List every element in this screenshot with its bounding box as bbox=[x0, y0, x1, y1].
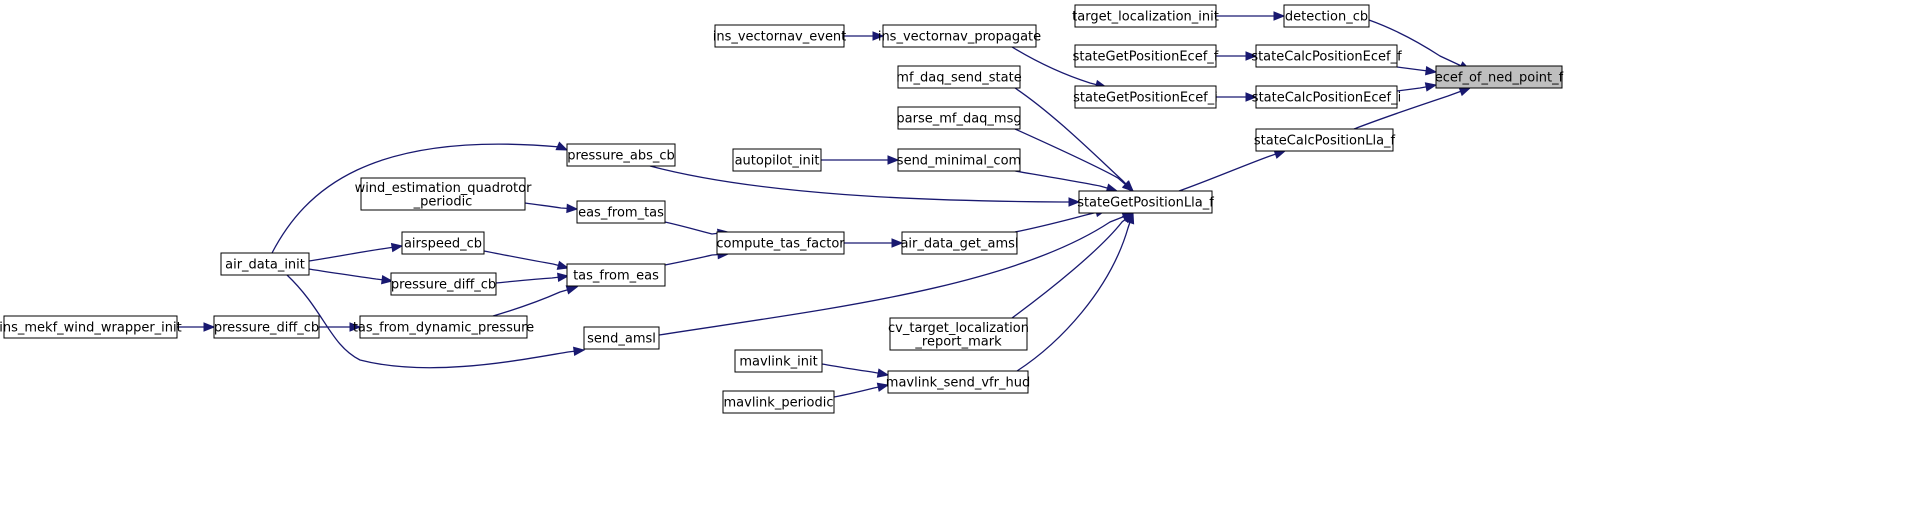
node-weqp[interactable]: wind_estimation_quadrotor_periodic bbox=[355, 177, 533, 211]
edge-sgpei-to-scpei bbox=[1216, 92, 1258, 102]
edge-ive-to-ivp bbox=[844, 31, 885, 41]
node-ctf[interactable]: compute_tas_factor bbox=[716, 231, 845, 255]
edge-weqp-to-eft bbox=[524, 202, 579, 214]
node-detection[interactable]: detection_cb bbox=[1283, 4, 1370, 28]
node-label: stateGetPositionLla_f bbox=[1077, 196, 1214, 211]
node-mli[interactable]: mavlink_init bbox=[734, 349, 823, 373]
edge-ctf-to-adga bbox=[844, 238, 904, 248]
node-pdc2[interactable]: pressure_diff_cb bbox=[213, 315, 320, 339]
node-label: eas_from_tas bbox=[578, 206, 664, 221]
edge-tli-to-detection bbox=[1216, 11, 1286, 21]
node-smc[interactable]: send_minimal_com bbox=[897, 148, 1021, 172]
node-label: pressure_diff_cb bbox=[214, 321, 319, 336]
node-label: air_data_init bbox=[225, 258, 305, 273]
node-pdc1[interactable]: pressure_diff_cb bbox=[390, 272, 497, 296]
node-mlp[interactable]: mavlink_periodic bbox=[722, 390, 835, 414]
edge-imwwi-to-pdc2 bbox=[177, 322, 216, 332]
node-label: pressure_diff_cb bbox=[391, 278, 496, 293]
node-label: pressure_abs_cb bbox=[567, 149, 675, 164]
node-tfdp[interactable]: tas_from_dynamic_pressure bbox=[353, 315, 534, 339]
node-pmfdm[interactable]: parse_mf_daq_msg bbox=[896, 106, 1022, 130]
node-ctlrm[interactable]: cv_target_localization_report_mark bbox=[888, 317, 1029, 351]
edge-adi-to-sgplla bbox=[271, 141, 569, 254]
node-label: target_localization_init bbox=[1072, 10, 1219, 25]
node-label: stateCalcPositionEcef_f bbox=[1251, 50, 1402, 65]
node-label: tas_from_dynamic_pressure bbox=[353, 321, 534, 336]
node-label: _periodic bbox=[413, 194, 473, 209]
node-label: ins_mekf_wind_wrapper_init bbox=[0, 321, 182, 336]
edge-mli-to-msvh bbox=[821, 363, 890, 378]
edge-pac-to-sgplla bbox=[649, 165, 1081, 207]
node-tli[interactable]: target_localization_init bbox=[1072, 4, 1219, 28]
edge-adi-to-pdc1 bbox=[308, 268, 394, 285]
node-adi[interactable]: air_data_init bbox=[220, 252, 310, 276]
edge-msvh-to-sgplla bbox=[1016, 211, 1135, 372]
node-label: air_data_get_amsl bbox=[900, 237, 1018, 252]
node-label: ecef_of_ned_point_f bbox=[1435, 71, 1564, 86]
node-label: autopilot_init bbox=[735, 154, 820, 169]
edge-tfdp-to-tfe bbox=[492, 285, 579, 317]
node-label: detection_cb bbox=[1285, 10, 1368, 25]
node-sgpei[interactable]: stateGetPositionEcef_i bbox=[1073, 85, 1218, 109]
edge-smc-to-sgplla bbox=[1014, 170, 1119, 193]
edge-samsl-to-sgplla bbox=[658, 212, 1135, 336]
node-label: ins_vectornav_propagate bbox=[878, 30, 1041, 45]
node-label: send_amsl bbox=[587, 332, 656, 347]
node-asc[interactable]: airspeed_cb bbox=[401, 231, 485, 255]
node-eft[interactable]: eas_from_tas bbox=[576, 200, 666, 224]
node-msvh[interactable]: mavlink_send_vfr_hud bbox=[886, 370, 1030, 394]
node-ive[interactable]: ins_vectornav_event bbox=[713, 24, 847, 48]
node-samsl[interactable]: send_amsl bbox=[583, 326, 660, 350]
graph-nodes: ecef_of_ned_point_f detection_cb target_lo… bbox=[0, 4, 1564, 414]
edge-sgpef-to-scpef bbox=[1216, 51, 1258, 61]
edge-pdc1-to-tfe bbox=[495, 272, 570, 284]
node-ecef[interactable]: ecef_of_ned_point_f bbox=[1435, 65, 1564, 89]
node-label: stateCalcPositionEcef_i bbox=[1252, 91, 1401, 106]
node-adga[interactable]: air_data_get_amsl bbox=[900, 231, 1019, 255]
node-sgpef[interactable]: stateGetPositionEcef_f bbox=[1073, 44, 1219, 68]
node-scpei[interactable]: stateCalcPositionEcef_i bbox=[1252, 85, 1401, 109]
node-mfdss[interactable]: mf_daq_send_state bbox=[896, 65, 1022, 89]
edge-scpef-to-ecef bbox=[1396, 66, 1438, 76]
node-label: mavlink_send_vfr_hud bbox=[886, 376, 1030, 391]
edge-scpei-to-ecef bbox=[1396, 82, 1438, 92]
node-label: cv_target_localization bbox=[888, 321, 1029, 336]
graph-edges bbox=[177, 11, 1472, 398]
node-scpef[interactable]: stateCalcPositionEcef_f bbox=[1251, 44, 1402, 68]
edge-pmfdm-to-sgplla bbox=[1014, 128, 1135, 192]
node-label: airspeed_cb bbox=[404, 237, 482, 252]
edge-api-to-smc bbox=[821, 155, 900, 165]
node-label: wind_estimation_quadrotor bbox=[355, 181, 533, 196]
node-ivp[interactable]: ins_vectornav_propagate bbox=[878, 24, 1041, 48]
node-scplla[interactable]: stateCalcPositionLla_f bbox=[1254, 128, 1396, 152]
node-label: stateGetPositionEcef_i bbox=[1073, 91, 1218, 106]
node-tfe[interactable]: tas_from_eas bbox=[566, 263, 666, 287]
edge-mlp-to-msvh bbox=[833, 382, 890, 398]
node-label: parse_mf_daq_msg bbox=[896, 112, 1021, 127]
node-pac[interactable]: pressure_abs_cb bbox=[566, 143, 676, 167]
node-label: compute_tas_factor bbox=[716, 237, 845, 252]
node-label: tas_from_eas bbox=[573, 269, 659, 284]
node-label: mf_daq_send_state bbox=[896, 71, 1021, 86]
node-label: stateCalcPositionLla_f bbox=[1254, 134, 1396, 149]
node-label: mavlink_init bbox=[739, 355, 817, 370]
node-label: send_minimal_com bbox=[897, 154, 1021, 169]
edge-adi-to-samsl bbox=[286, 274, 586, 369]
edge-adi-to-asc bbox=[308, 242, 404, 262]
node-label: stateGetPositionEcef_f bbox=[1073, 50, 1219, 65]
node-label: _report_mark bbox=[914, 334, 1002, 349]
node-label: mavlink_periodic bbox=[724, 396, 834, 411]
node-api[interactable]: autopilot_init bbox=[732, 148, 822, 172]
node-label: ins_vectornav_event bbox=[713, 30, 847, 45]
edge-asc-to-tfe bbox=[483, 250, 570, 270]
node-imwwi[interactable]: ins_mekf_wind_wrapper_init bbox=[0, 315, 182, 339]
node-sgplla[interactable]: stateGetPositionLla_f bbox=[1077, 190, 1214, 214]
edge-sgplla-to-scplla bbox=[1178, 149, 1287, 192]
